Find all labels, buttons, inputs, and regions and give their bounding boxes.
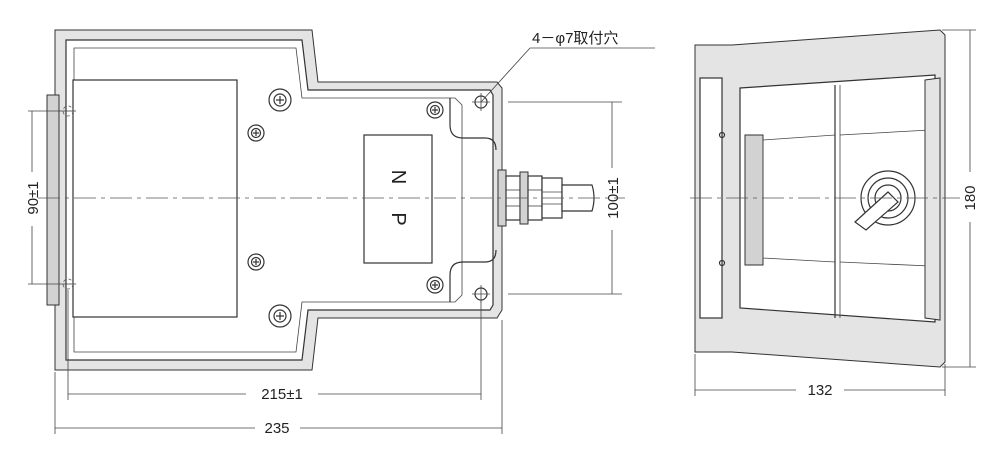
dim-rear-hole-pitch-label: 100±1 (605, 177, 622, 219)
top-view: N P 90±1 100 (25, 29, 655, 437)
back-plate-lower (449, 249, 497, 302)
side-rib-top (839, 129, 931, 136)
side-right-wall (924, 77, 941, 321)
np-plate-label-n: N (387, 170, 409, 184)
side-view: 180 132 (690, 29, 979, 399)
dim-rear-hole-pitch (508, 101, 622, 295)
dim-overall-length-label: 235 (264, 420, 289, 437)
dim-width-label: 132 (807, 382, 832, 399)
housing-inner-rim (73, 47, 463, 353)
mounting-hole-front-upper (60, 105, 76, 117)
mounting-hole-label: 4－φ7取付穴 (532, 30, 618, 47)
side-inner-band (744, 134, 764, 266)
screw-small-4 (426, 276, 444, 294)
side-rivet-lower (718, 259, 726, 267)
mounting-hole-front-lower (60, 278, 76, 290)
dim-front-hole-pitch-label: 90±1 (25, 181, 42, 214)
back-plate-upper (449, 98, 497, 151)
pedal-pad (72, 79, 238, 318)
dim-width (694, 354, 946, 396)
side-rib-bottom (839, 261, 931, 267)
dim-hole-span-label: 215±1 (261, 386, 303, 403)
dim-height (942, 29, 976, 368)
screw-large-2 (268, 304, 292, 328)
side-cavity (739, 74, 936, 323)
side-rivet-upper (718, 131, 726, 139)
np-plate-label-p: P (387, 212, 409, 225)
dim-overall-length (54, 320, 503, 434)
dim-height-label: 180 (962, 185, 979, 210)
screw-large-1 (268, 88, 292, 112)
mounting-hole-leader (480, 47, 655, 103)
np-plate (363, 134, 433, 264)
dim-hole-span (67, 290, 482, 400)
screw-small-1 (247, 124, 265, 142)
screw-small-3 (426, 101, 444, 119)
screw-small-2 (247, 253, 265, 271)
left-edge-band (46, 94, 60, 306)
dim-front-hole-pitch (28, 110, 60, 285)
